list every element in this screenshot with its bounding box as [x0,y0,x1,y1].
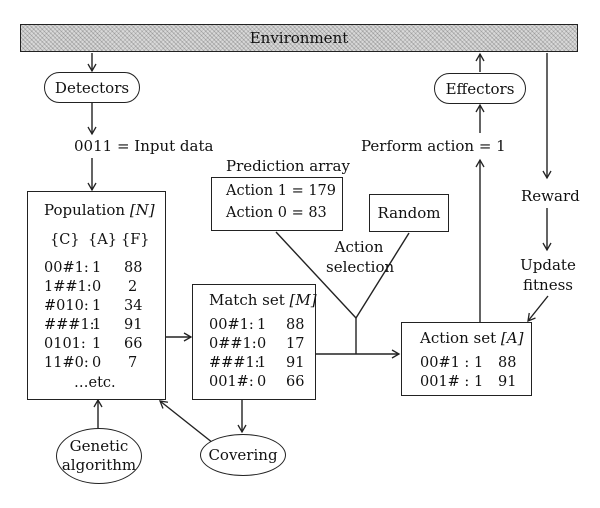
action-set-row-1-c: 00#1 : [420,355,470,371]
perform-action-label: Perform action = 1 [361,137,506,155]
match-set-title-var: [M] [289,291,317,309]
population-row-6-f: 7 [128,355,138,371]
reward-label: Reward [521,187,580,205]
prediction-array-box: Action 1 = 179 Action 0 = 83 [211,177,343,231]
detectors-node: Detectors [44,72,140,103]
match-set-row-4-f: 66 [286,374,305,390]
population-row-1-a: 1 [92,260,102,276]
match-set-row-1-a: 1 [257,317,267,333]
population-row-4-a: 1 [92,317,102,333]
population-row-4-f: 91 [124,317,143,333]
population-row-3-a: 1 [92,298,102,314]
action-set-title-text: Action set [420,329,501,347]
random-box: Random [369,194,449,232]
covering-label: Covering [208,445,278,464]
population-row-5-f: 66 [124,336,143,352]
arrow-update-to-actionset [527,295,549,323]
action-set-title-var: [A] [500,329,524,347]
match-set-box: Match set [M] 00#1: 1 88 0##1: 0 17 ###1… [192,284,317,400]
line-prediction-to-selection [275,231,357,319]
population-row-1-c: 00#1: [44,260,89,276]
action-selection-label: Action selection [326,237,395,277]
population-row-1-f: 88 [124,260,143,276]
action-selection-line-1: Action [334,238,384,256]
population-row-6-c: 11#0: [44,355,89,371]
match-set-title-text: Match set [209,291,290,309]
line-random-to-selection [355,232,410,319]
match-set-row-4-c: 001#: [209,374,254,390]
match-set-row-3-f: 91 [286,355,305,371]
population-row-2-c: 1##1: [44,279,92,295]
population-row-5-c: 0101: [44,336,86,352]
environment-bar: Environment [20,24,578,52]
match-set-row-4-a: 0 [257,374,267,390]
effectors-node: Effectors [434,73,526,104]
population-etc: …etc. [74,375,116,391]
prediction-array-title: Prediction array [226,157,350,175]
population-header-c: {C} [50,232,80,248]
population-header-f: {F} [121,232,150,248]
population-row-3-c: #010: [44,298,89,314]
match-set-row-2-a: 0 [257,336,267,352]
population-row-4-c: ###1: [44,317,95,333]
match-set-row-3-c: ###1: [209,355,260,371]
arrow-covering-to-population [158,400,214,444]
detectors-label: Detectors [54,78,130,97]
action-set-row-1-a: 1 [474,355,484,371]
population-row-2-f: 2 [128,279,138,295]
action-set-row-1-f: 88 [498,355,517,371]
match-set-row-2-f: 17 [286,336,305,352]
population-header-a: {A} [88,232,117,248]
match-set-row-2-c: 0##1: [209,336,257,352]
action-set-row-2-c: 001# : [420,374,470,390]
genetic-algorithm-line-1: Genetic [69,437,129,455]
update-fitness-line-2: fitness [523,276,573,294]
match-set-title: Match set [M] [209,291,317,309]
population-row-3-f: 34 [124,298,143,314]
update-fitness-line-1: Update [520,256,576,274]
population-title-var: [N] [129,201,155,219]
action-selection-line-2: selection [326,258,395,276]
update-fitness-label: Update fitness [518,255,578,295]
population-row-6-a: 0 [92,355,102,371]
action-set-box: Action set [A] 00#1 : 1 88 001# : 1 91 [401,322,532,396]
covering-node: Covering [200,434,286,476]
genetic-algorithm-line-2: algorithm [61,456,137,474]
prediction-array-line-1: Action 1 = 179 [226,183,337,199]
action-set-row-2-a: 1 [474,374,484,390]
population-box: Population [N] {C} {A} {F} 00#1: 1 88 1#… [27,191,166,400]
environment-label: Environment [249,29,349,47]
match-set-row-1-f: 88 [286,317,305,333]
population-title: Population [N] [44,201,155,219]
match-set-row-3-a: 1 [257,355,267,371]
random-label: Random [377,204,441,222]
action-set-title: Action set [A] [420,329,523,347]
input-data-label: 0011 = Input data [74,137,214,155]
genetic-algorithm-node: Genetic algorithm [56,428,142,484]
population-row-5-a: 1 [92,336,102,352]
population-title-text: Population [44,201,130,219]
prediction-array-line-2: Action 0 = 83 [226,205,327,221]
effectors-label: Effectors [445,79,515,98]
match-set-row-1-c: 00#1: [209,317,254,333]
action-set-row-2-f: 91 [498,374,517,390]
population-row-2-a: 0 [92,279,102,295]
